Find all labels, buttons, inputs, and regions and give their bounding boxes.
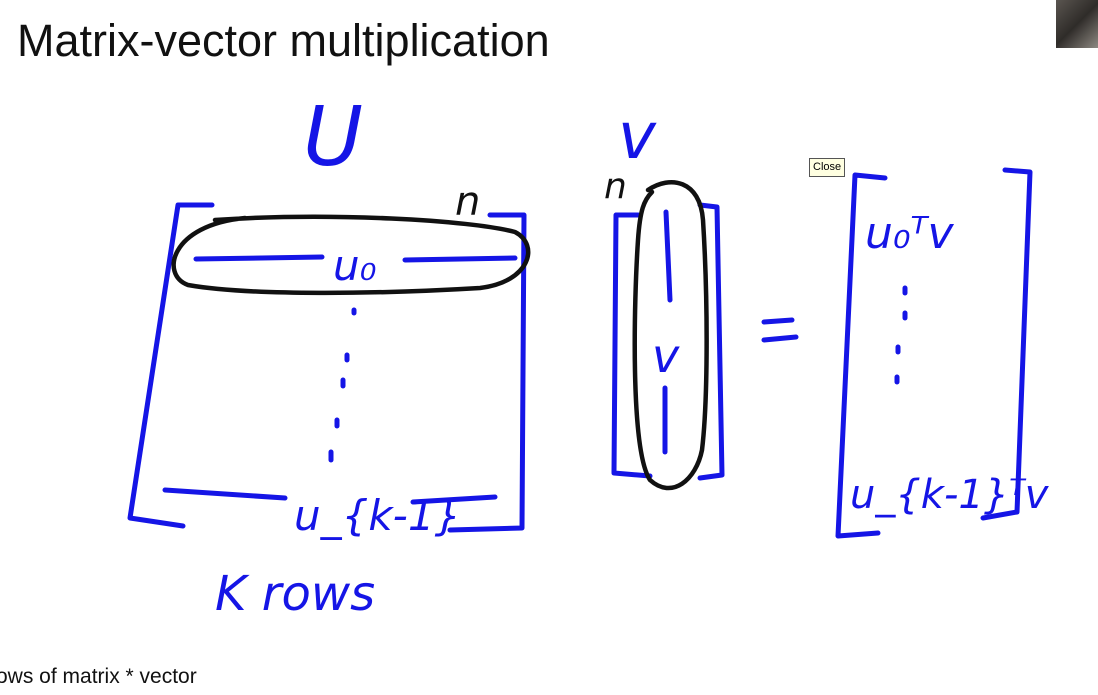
vector-label: v xyxy=(618,100,657,174)
webcam-thumbnail xyxy=(1056,0,1098,48)
result-last-entry: u_{k-1}ᵀv xyxy=(850,472,1050,518)
result-first-entry: u₀ᵀv xyxy=(865,208,954,259)
rows-caption: K rows xyxy=(215,566,375,622)
result-bracket xyxy=(835,167,1033,539)
vector-bracket xyxy=(611,202,725,481)
matrix-dim-n: n xyxy=(455,179,480,225)
matrix-bracket xyxy=(127,202,527,533)
equals-sign xyxy=(761,317,799,343)
slide-footer-text: ows of matrix * vector xyxy=(0,665,197,688)
row-last-label: u_{k-1} xyxy=(294,491,461,540)
vector-body-label: v xyxy=(652,329,680,383)
highlight-ovals xyxy=(171,180,709,491)
vector-dim-n: n xyxy=(604,166,627,207)
slide-title: Matrix-vector multiplication xyxy=(17,15,550,66)
close-tooltip: Close xyxy=(809,158,846,177)
row-first-label: u₀ xyxy=(333,241,377,290)
matrix-label: U xyxy=(303,90,363,185)
